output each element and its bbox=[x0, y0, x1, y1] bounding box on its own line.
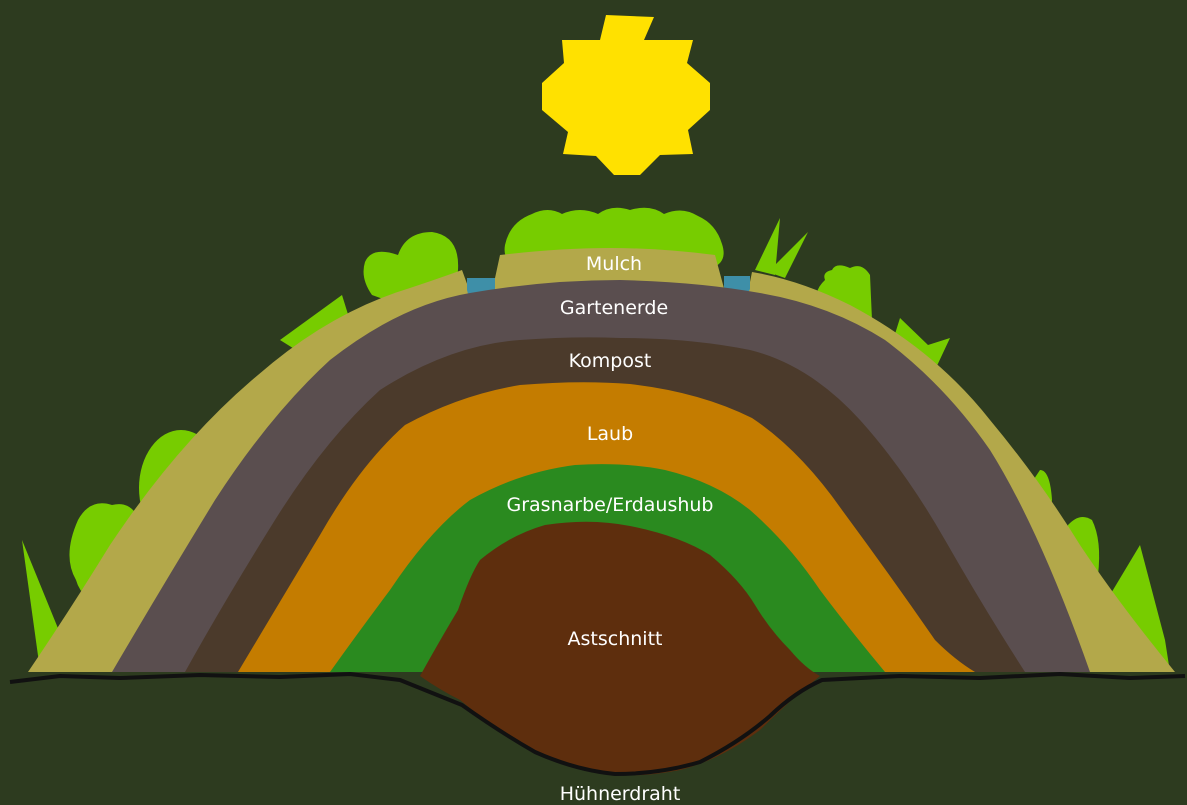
label-gartenerde: Gartenerde bbox=[560, 297, 668, 319]
label-huehnerdraht: Hühnerdraht bbox=[560, 783, 681, 805]
label-grasnarbe: Grasnarbe/Erdaushub bbox=[507, 494, 714, 516]
grass-blade-icon bbox=[768, 232, 808, 278]
label-laub: Laub bbox=[587, 423, 633, 445]
label-mulch: Mulch bbox=[586, 253, 642, 275]
sun-icon bbox=[542, 15, 710, 175]
ground-line bbox=[9, 672, 1186, 776]
grass-blade-icon bbox=[755, 218, 780, 275]
label-astschnitt: Astschnitt bbox=[568, 628, 663, 650]
layer-astschnitt bbox=[420, 521, 820, 776]
label-kompost: Kompost bbox=[569, 350, 652, 372]
